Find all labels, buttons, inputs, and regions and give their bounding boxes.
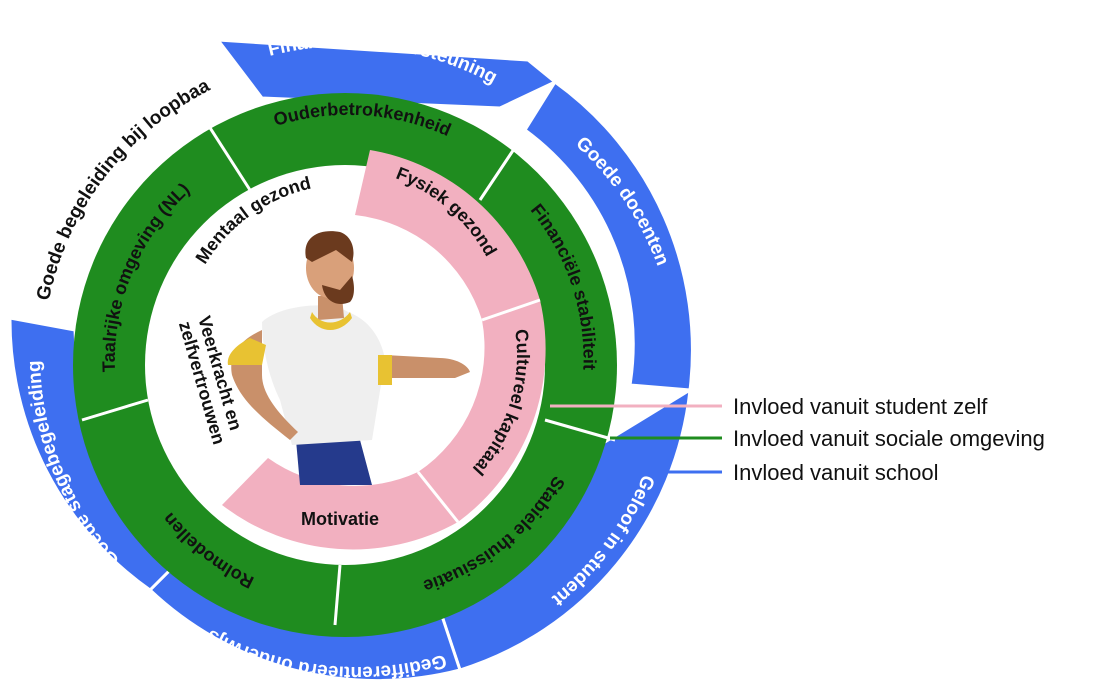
label-motivatie: Motivatie <box>301 509 379 529</box>
segment-fysiek-gezond <box>355 150 540 320</box>
legend-label-social: Invloed vanuit sociale omgeving <box>733 426 1045 451</box>
segment-cultureel-kapitaal <box>418 300 546 522</box>
legend: Invloed vanuit student zelf Invloed vanu… <box>550 394 1045 485</box>
segment-motivatie <box>222 458 458 550</box>
legend-label-student: Invloed vanuit student zelf <box>733 394 988 419</box>
student-illustration <box>227 231 470 485</box>
student-ring <box>222 150 546 550</box>
legend-label-school: Invloed vanuit school <box>733 460 938 485</box>
segment-financiele-ondersteuning <box>214 38 558 110</box>
